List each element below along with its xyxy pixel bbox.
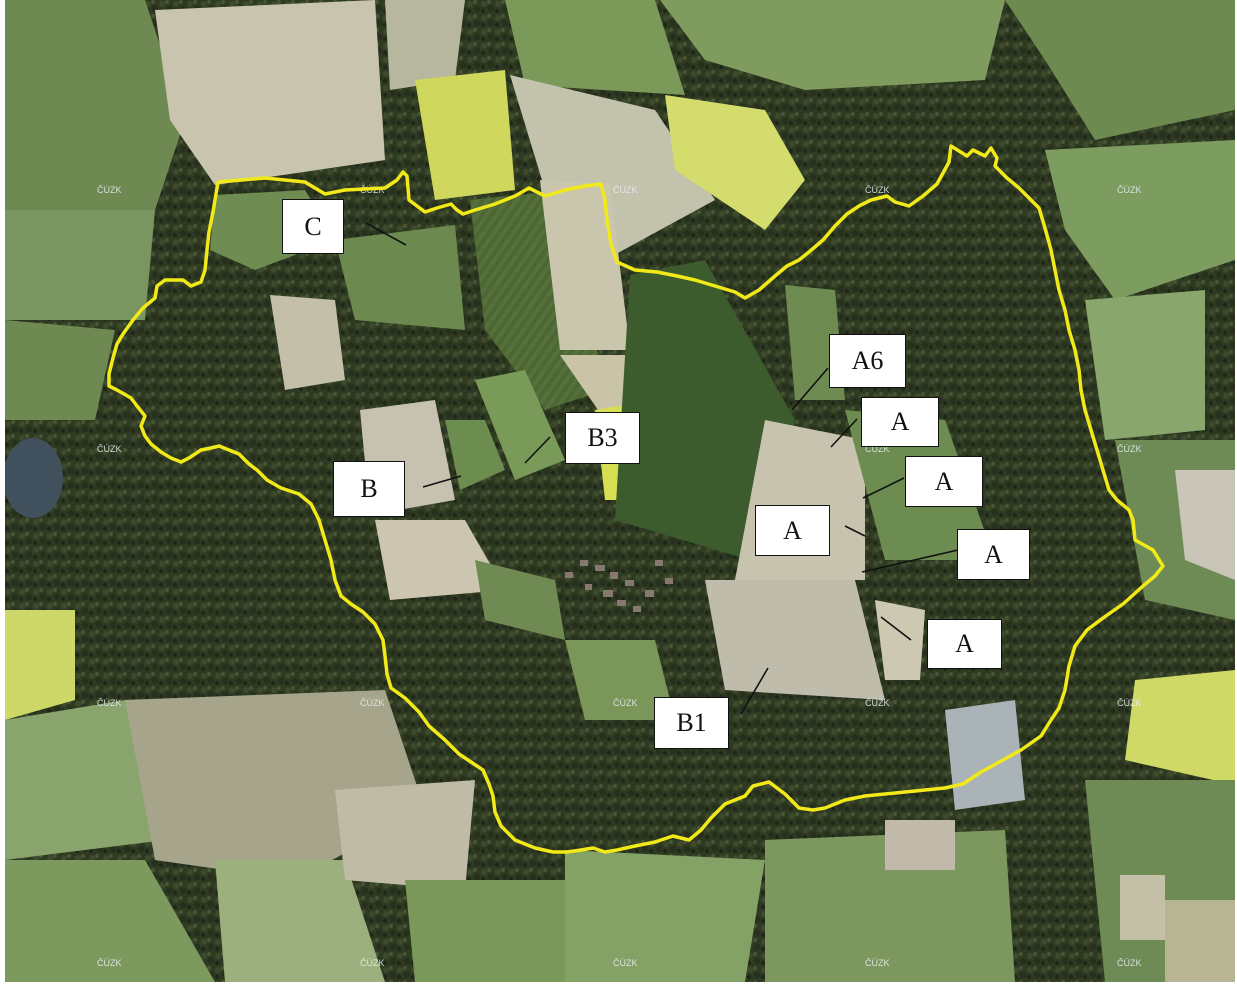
watermark: ČÚZK xyxy=(865,698,890,708)
map-label-A6: A6 xyxy=(829,334,906,388)
map-label-A4: A xyxy=(957,529,1030,580)
leader-line-C xyxy=(365,222,407,246)
aerial-map: ČÚZK ČÚZK ČÚZK ČÚZK ČÚZK ČÚZK ČÚZK ČÚZK … xyxy=(5,0,1235,982)
map-label-B1: B1 xyxy=(654,697,729,749)
leader-lines xyxy=(365,222,959,715)
watermark: ČÚZK xyxy=(97,444,122,454)
map-label-B: B xyxy=(333,461,405,517)
leader-line-A1 xyxy=(830,418,858,448)
watermark: ČÚZK xyxy=(97,185,122,195)
leader-line-A2 xyxy=(862,477,905,499)
watermark: ČÚZK xyxy=(97,958,122,968)
field-layer xyxy=(5,0,1235,982)
watermarks: ČÚZK ČÚZK ČÚZK ČÚZK ČÚZK ČÚZK ČÚZK ČÚZK … xyxy=(97,185,1142,968)
map-label-A5: A xyxy=(927,619,1002,669)
watermark: ČÚZK xyxy=(865,958,890,968)
watermark: ČÚZK xyxy=(360,958,385,968)
watermark: ČÚZK xyxy=(97,698,122,708)
leader-line-B3 xyxy=(524,436,551,464)
watermark: ČÚZK xyxy=(865,185,890,195)
leader-line-B1 xyxy=(740,667,769,715)
watermark: ČÚZK xyxy=(1117,185,1142,195)
study-area-boundary xyxy=(107,144,1165,854)
leader-line-A3 xyxy=(844,525,866,537)
map-label-A1: A xyxy=(861,397,939,447)
leader-line-A5 xyxy=(880,616,912,641)
leader-line-B xyxy=(422,475,462,488)
village xyxy=(565,560,673,612)
watermark: ČÚZK xyxy=(613,185,638,195)
watermark: ČÚZK xyxy=(360,698,385,708)
watermark: ČÚZK xyxy=(1117,698,1142,708)
pond xyxy=(5,438,63,518)
map-label-B3: B3 xyxy=(565,412,640,464)
map-label-C: C xyxy=(282,199,344,254)
watermark: ČÚZK xyxy=(865,444,890,454)
map-label-A3: A xyxy=(755,505,830,556)
watermark: ČÚZK xyxy=(613,698,638,708)
leader-line-A6 xyxy=(791,367,829,411)
watermark: ČÚZK xyxy=(613,958,638,968)
leader-line-A4 xyxy=(861,549,959,573)
map-label-A2: A xyxy=(905,456,983,507)
watermark: ČÚZK xyxy=(1117,444,1142,454)
watermark: ČÚZK xyxy=(1117,958,1142,968)
